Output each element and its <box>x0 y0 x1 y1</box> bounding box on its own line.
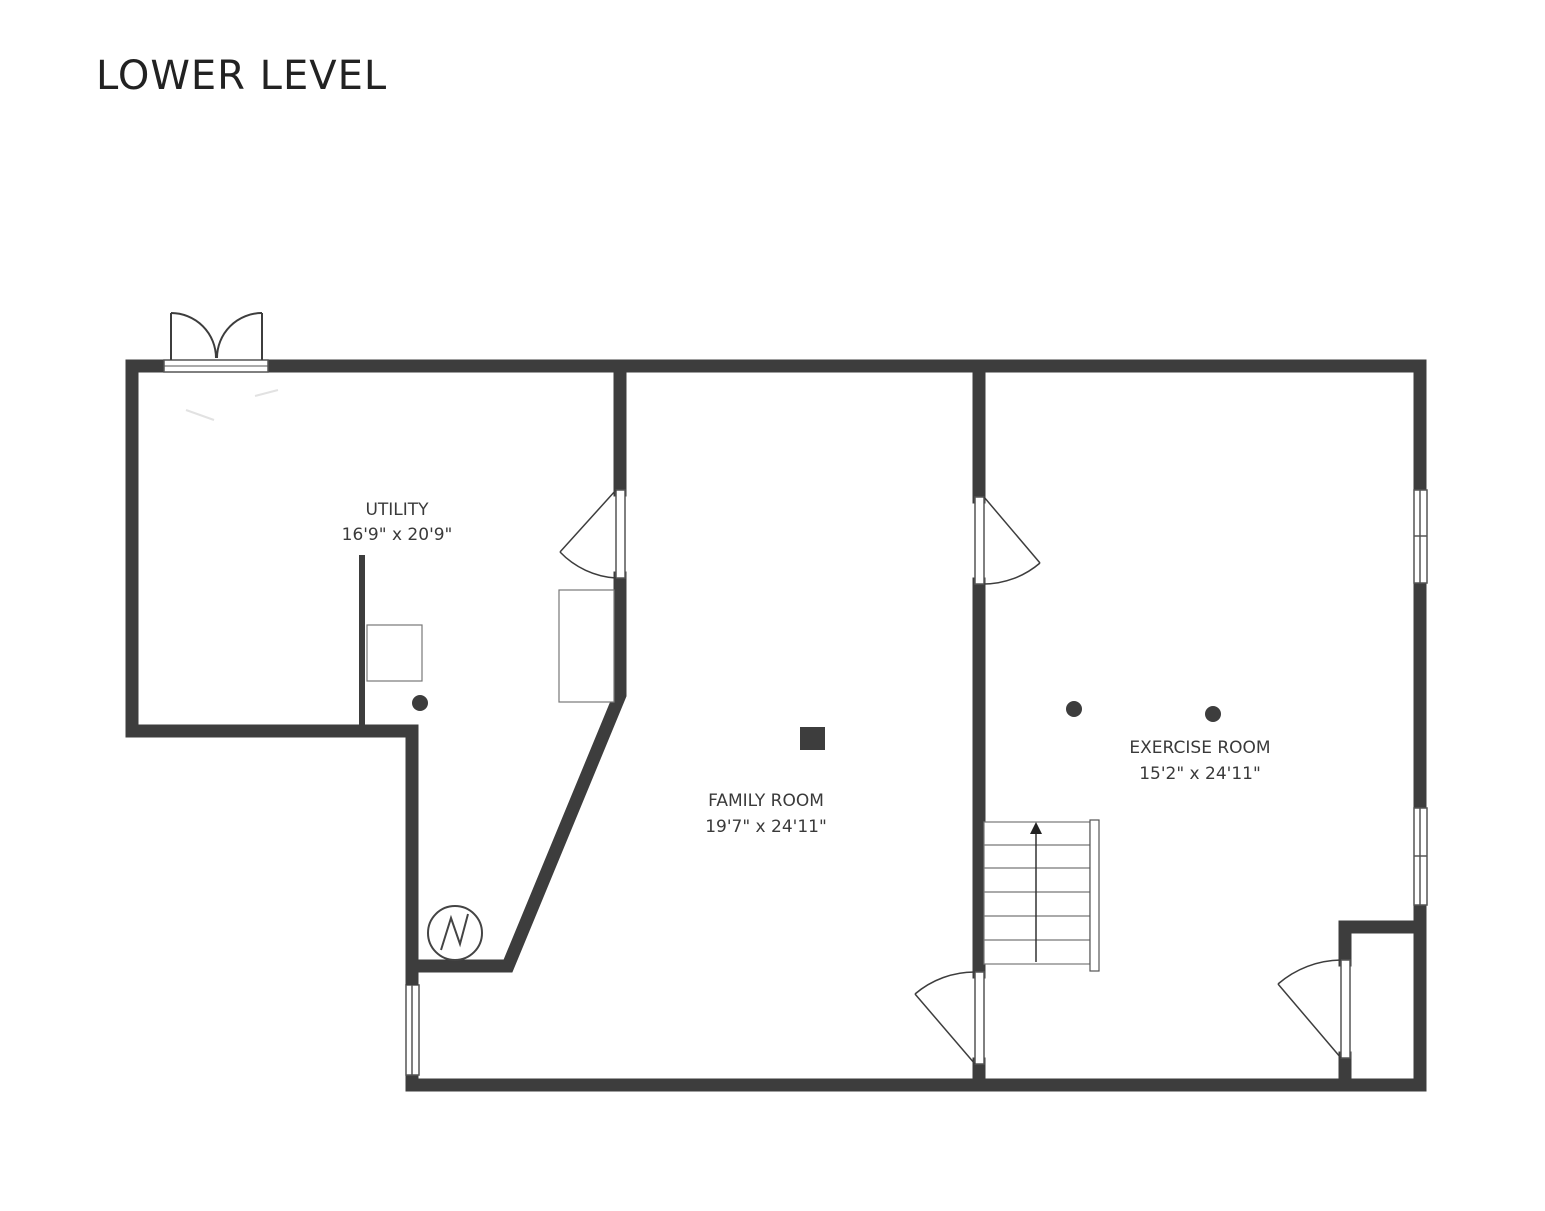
stairs <box>983 819 1100 972</box>
family-bottom-door-icon <box>914 971 985 1065</box>
exercise-post-right <box>1205 706 1221 722</box>
window-right-lower <box>1413 807 1428 906</box>
utility-angled-wall <box>405 571 627 973</box>
window-lower-left <box>405 984 420 1076</box>
room-dimensions-exercise-room: 15'2" x 24'11" <box>1139 764 1261 784</box>
exercise-post-left <box>1066 701 1082 717</box>
walls <box>125 359 1427 1092</box>
closet-wall <box>1338 920 1427 967</box>
window-right-upper <box>1413 489 1428 584</box>
room-name-exercise-room: EXERCISE ROOM <box>1129 738 1270 758</box>
level-title: LOWER LEVEL <box>96 53 388 99</box>
stairs-up-arrow <box>1030 822 1042 962</box>
room-name-utility: UTILITY <box>365 500 429 520</box>
closet-door-icon <box>1277 959 1351 1059</box>
exercise-top-door-icon <box>974 496 1041 585</box>
water-heater-icon <box>427 905 483 961</box>
utility-step-wall <box>125 724 419 979</box>
utility-appliance-left <box>366 624 423 682</box>
room-dimensions-family-room: 19'7" x 24'11" <box>705 817 827 837</box>
utility-appliance-right <box>558 589 615 703</box>
utility-post <box>412 695 428 711</box>
room-dimensions-utility: 16'9" x 20'9" <box>342 525 453 545</box>
double-door-icon <box>163 312 279 421</box>
room-name-family-room: FAMILY ROOM <box>708 791 824 811</box>
family-room-column <box>800 727 825 750</box>
utility-door-icon <box>559 489 626 579</box>
